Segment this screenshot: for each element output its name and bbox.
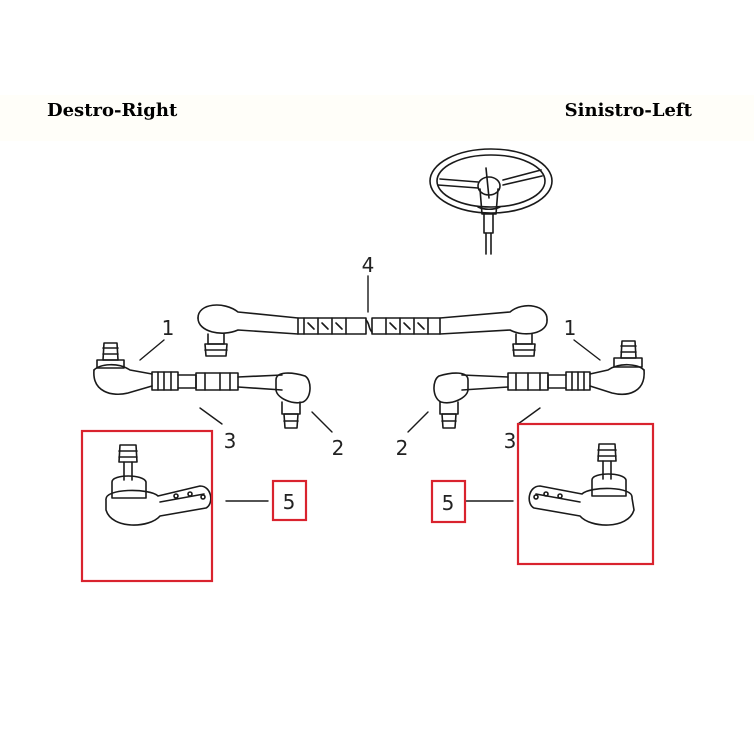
callout-inner-tie-rod-end-left-side: 2 (396, 436, 409, 460)
callout-leader-lines (139, 275, 601, 502)
header-label-right-side: Destro-Right (47, 100, 178, 121)
callout-center-link: 4 (362, 253, 375, 277)
outer-tie-rod-end-right-side-drawing (93, 342, 179, 395)
ball-joint-left-side-highlight-box (516, 422, 655, 566)
callout-inner-tie-rod-end-right-side: 2 (332, 436, 345, 460)
callout-5-left-side-box (430, 479, 467, 524)
ball-joint-right-side-drawing (105, 444, 212, 526)
callout-outer-tie-rod-end-left-side: 1 (564, 316, 577, 340)
callout-outer-tie-rod-end-right-side: 1 (162, 316, 175, 340)
steering-wheel-icon (429, 148, 553, 255)
inner-tie-rod-end-right-side-drawing (275, 372, 311, 429)
inner-tie-rod-end-left-side-drawing (433, 372, 469, 429)
header-label-left-side: Sinistro-Left (564, 100, 692, 121)
callout-5-right-side-box (271, 479, 308, 522)
ball-joint-left-side-drawing (528, 443, 635, 526)
adjusting-sleeve-left-side-drawing (461, 372, 567, 391)
outer-tie-rod-end-left-side-drawing (565, 340, 645, 395)
callout-adjusting-sleeve-left-side: 3 (504, 429, 517, 453)
callout-adjusting-sleeve-right-side: 3 (224, 429, 237, 453)
header-band (0, 95, 754, 141)
ball-joint-right-side-highlight-box (80, 429, 214, 583)
adjusting-sleeve-right-side-drawing (177, 372, 283, 391)
callout-ball-joint-right-side: 5 (283, 490, 296, 514)
callout-ball-joint-left-side: 5 (442, 491, 455, 515)
center-link-drawing (197, 304, 548, 357)
